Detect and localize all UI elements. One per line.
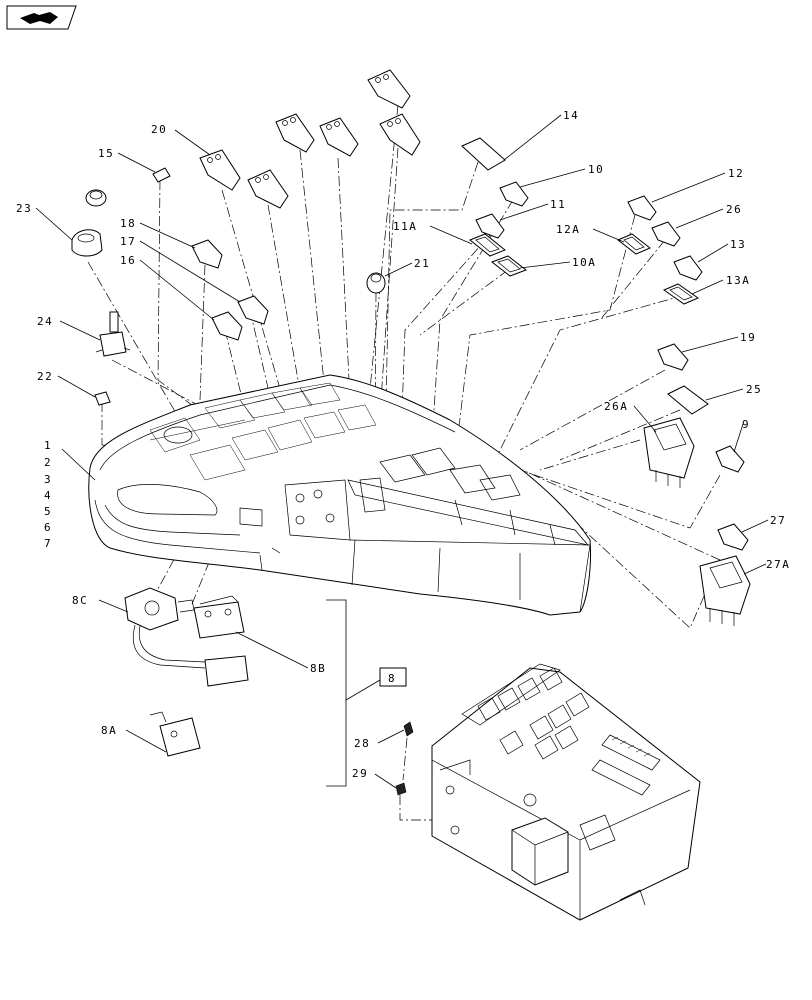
switch-housing-26a — [643, 417, 695, 488]
callout-14: 14 — [563, 109, 579, 122]
callout-20: 20 — [151, 123, 167, 136]
rocker-17 — [237, 295, 269, 325]
sensor-8c — [124, 587, 249, 687]
callout-27: 27 — [770, 514, 786, 527]
clip-28 — [403, 721, 414, 737]
rocker-9 — [715, 445, 745, 473]
callout-15: 15 — [98, 147, 114, 160]
callout-8c: 8C — [72, 594, 88, 607]
fuse-relay-box — [431, 663, 701, 921]
group-label-8: 8 — [388, 672, 396, 685]
rocker-switch-a — [247, 169, 289, 209]
knob-23 — [71, 189, 107, 257]
callout-26a: 26A — [604, 400, 628, 413]
rocker-19 — [657, 343, 689, 371]
knob-21 — [366, 272, 386, 294]
bezel-12a — [617, 233, 651, 255]
callout-3: 3 — [44, 473, 52, 486]
callout-6: 6 — [44, 521, 52, 534]
group-bracket-8 — [326, 599, 407, 787]
callout-18: 18 — [120, 217, 136, 230]
callout-13a: 13A — [726, 274, 750, 287]
callout-8a: 8A — [101, 724, 117, 737]
callout-26: 26 — [726, 203, 742, 216]
rocker-switch-c — [319, 117, 359, 157]
rocker-27 — [717, 523, 749, 551]
callout-17: 17 — [120, 235, 136, 248]
plug-15 — [152, 167, 171, 183]
micro-switch-8b — [193, 595, 245, 639]
callout-28: 28 — [354, 737, 370, 750]
switch-24 — [95, 311, 131, 357]
callout-24: 24 — [37, 315, 53, 328]
callout-11: 11 — [550, 198, 566, 211]
bezel-13a — [662, 283, 700, 305]
callout-7: 7 — [44, 537, 52, 550]
rocker-switch-20 — [199, 149, 241, 191]
switch-housing-27a — [699, 555, 751, 626]
callout-27a: 27A — [766, 558, 790, 571]
callout-21: 21 — [414, 257, 430, 270]
console-assembly — [88, 374, 591, 616]
callout-10a: 10A — [572, 256, 596, 269]
micro-switch-8a — [149, 711, 201, 757]
bezel-10a — [490, 255, 528, 277]
callout-12a: 12A — [556, 223, 580, 236]
cover-25 — [667, 385, 709, 415]
callout-25: 25 — [746, 383, 762, 396]
rocker-switch-d — [367, 69, 411, 109]
screw-29 — [395, 782, 407, 796]
rocker-18 — [191, 239, 223, 269]
blank-cover-14 — [461, 137, 506, 171]
forward-arrow-icon[interactable] — [6, 5, 77, 30]
callout-5: 5 — [44, 505, 52, 518]
rocker-16 — [211, 311, 243, 341]
callout-11a: 11A — [393, 220, 417, 233]
callout-23: 23 — [16, 202, 32, 215]
rocker-13 — [673, 255, 703, 281]
callout-13: 13 — [730, 238, 746, 251]
callout-9: 9 — [742, 418, 750, 431]
rocker-12 — [627, 195, 657, 221]
callout-29: 29 — [352, 767, 368, 780]
rocker-26 — [651, 221, 681, 247]
bezel-11a — [469, 233, 506, 257]
cap-22 — [94, 391, 111, 406]
callout-12: 12 — [728, 167, 744, 180]
callout-10: 10 — [588, 163, 604, 176]
callout-2: 2 — [44, 456, 52, 469]
rocker-10 — [499, 181, 529, 207]
callout-8b: 8B — [310, 662, 326, 675]
callout-22: 22 — [37, 370, 53, 383]
callout-labels: 20 15 23 18 17 16 24 22 1 2 3 4 5 6 7 14… — [16, 109, 790, 780]
rocker-11 — [475, 213, 505, 239]
callout-4: 4 — [44, 489, 52, 502]
callout-1: 1 — [44, 439, 52, 452]
rocker-switch-b — [275, 113, 315, 153]
leader-lines — [35, 114, 769, 789]
callout-16: 16 — [120, 254, 136, 267]
callout-19: 19 — [740, 331, 756, 344]
rocker-switch-e — [379, 113, 421, 156]
